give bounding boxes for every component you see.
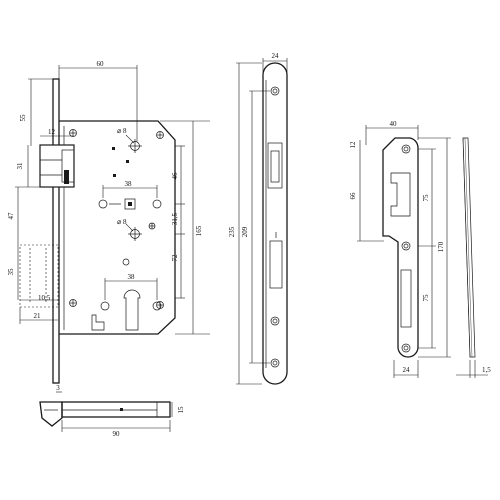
screw-icon bbox=[156, 301, 164, 309]
dim-90: 90 bbox=[113, 430, 121, 438]
strike-plate-view: 40 12 66 75 75 170 24 1,5 bbox=[349, 120, 491, 378]
dim-faceplate-total: 235 bbox=[228, 226, 236, 237]
dim-21: 21 bbox=[34, 312, 42, 320]
faceplate-outline bbox=[262, 62, 288, 385]
screw-icon bbox=[156, 131, 164, 139]
dim-15: 15 bbox=[177, 406, 185, 414]
dim-strike-170: 170 bbox=[437, 241, 445, 252]
small-hole bbox=[122, 258, 130, 266]
dim-hole-diameter-mid: ⌀ 8 bbox=[117, 218, 127, 226]
fixing-hole-mid bbox=[128, 227, 142, 241]
dim-strike-75-lower: 75 bbox=[422, 294, 430, 302]
strike-latch-opening bbox=[390, 172, 411, 217]
dim-10-5: 10,5 bbox=[38, 294, 51, 302]
dim-keyhole-spacing: 38 bbox=[128, 273, 136, 281]
lock-bottom-view: 3 15 90 bbox=[39, 384, 185, 438]
dim-strike-width-top: 40 bbox=[390, 120, 398, 128]
dim-47: 47 bbox=[7, 212, 15, 220]
body-faceplate-strip bbox=[52, 78, 60, 384]
dim-strike-75-upper: 75 bbox=[422, 194, 430, 202]
dim-31-5: 31,5 bbox=[171, 212, 179, 225]
dim-strike-66: 66 bbox=[349, 192, 357, 200]
spindle-hub bbox=[98, 198, 162, 210]
dim-strike-top: 12 bbox=[349, 141, 357, 149]
dim-3: 3 bbox=[56, 384, 60, 392]
dim-hole-diameter-top: ⌀ 8 bbox=[117, 127, 127, 135]
screw-icon bbox=[270, 358, 280, 368]
cylinder-keyhole bbox=[123, 289, 141, 331]
lever bbox=[91, 314, 105, 331]
dim-top-offset: 55 bbox=[19, 114, 27, 122]
dim-faceplate-inner: 209 bbox=[241, 226, 249, 237]
screw-icon bbox=[270, 86, 280, 96]
screw-icon bbox=[148, 222, 156, 230]
strike-deadbolt-opening bbox=[400, 269, 412, 328]
faceplate-view: 24 235 209 bbox=[228, 52, 288, 385]
dim-strike-width-bottom: 24 bbox=[403, 366, 411, 374]
dim-latch-width: 12 bbox=[48, 128, 56, 136]
screw-icon bbox=[401, 343, 411, 353]
body-case-outline bbox=[59, 120, 176, 335]
bottom-bolt-head bbox=[39, 401, 63, 427]
dim-latch-height: 31 bbox=[16, 162, 24, 170]
dim-165: 165 bbox=[195, 225, 203, 236]
screw-icon bbox=[401, 241, 411, 251]
dim-backset-width: 60 bbox=[97, 60, 105, 68]
fixing-hole-top bbox=[128, 139, 142, 153]
strike-plate-outline bbox=[382, 137, 419, 358]
dead-bolt bbox=[19, 244, 59, 308]
screw-icon bbox=[401, 144, 411, 154]
dim-strike-thickness: 1,5 bbox=[482, 366, 491, 374]
deadbolt-opening bbox=[269, 240, 283, 289]
dim-46: 46 bbox=[171, 172, 179, 180]
dim-spindle-spacing: 38 bbox=[125, 180, 133, 188]
screw-icon bbox=[69, 129, 77, 137]
lock-body-view: ⌀ 8 38 ⌀ 8 bbox=[7, 60, 210, 384]
dim-72: 72 bbox=[171, 254, 179, 262]
latch-opening bbox=[267, 142, 283, 189]
screw-icon bbox=[69, 299, 77, 307]
screw-icon bbox=[270, 316, 280, 326]
dim-faceplate-width: 24 bbox=[272, 52, 280, 60]
dim-35: 35 bbox=[7, 268, 15, 276]
bottom-body bbox=[61, 401, 171, 418]
